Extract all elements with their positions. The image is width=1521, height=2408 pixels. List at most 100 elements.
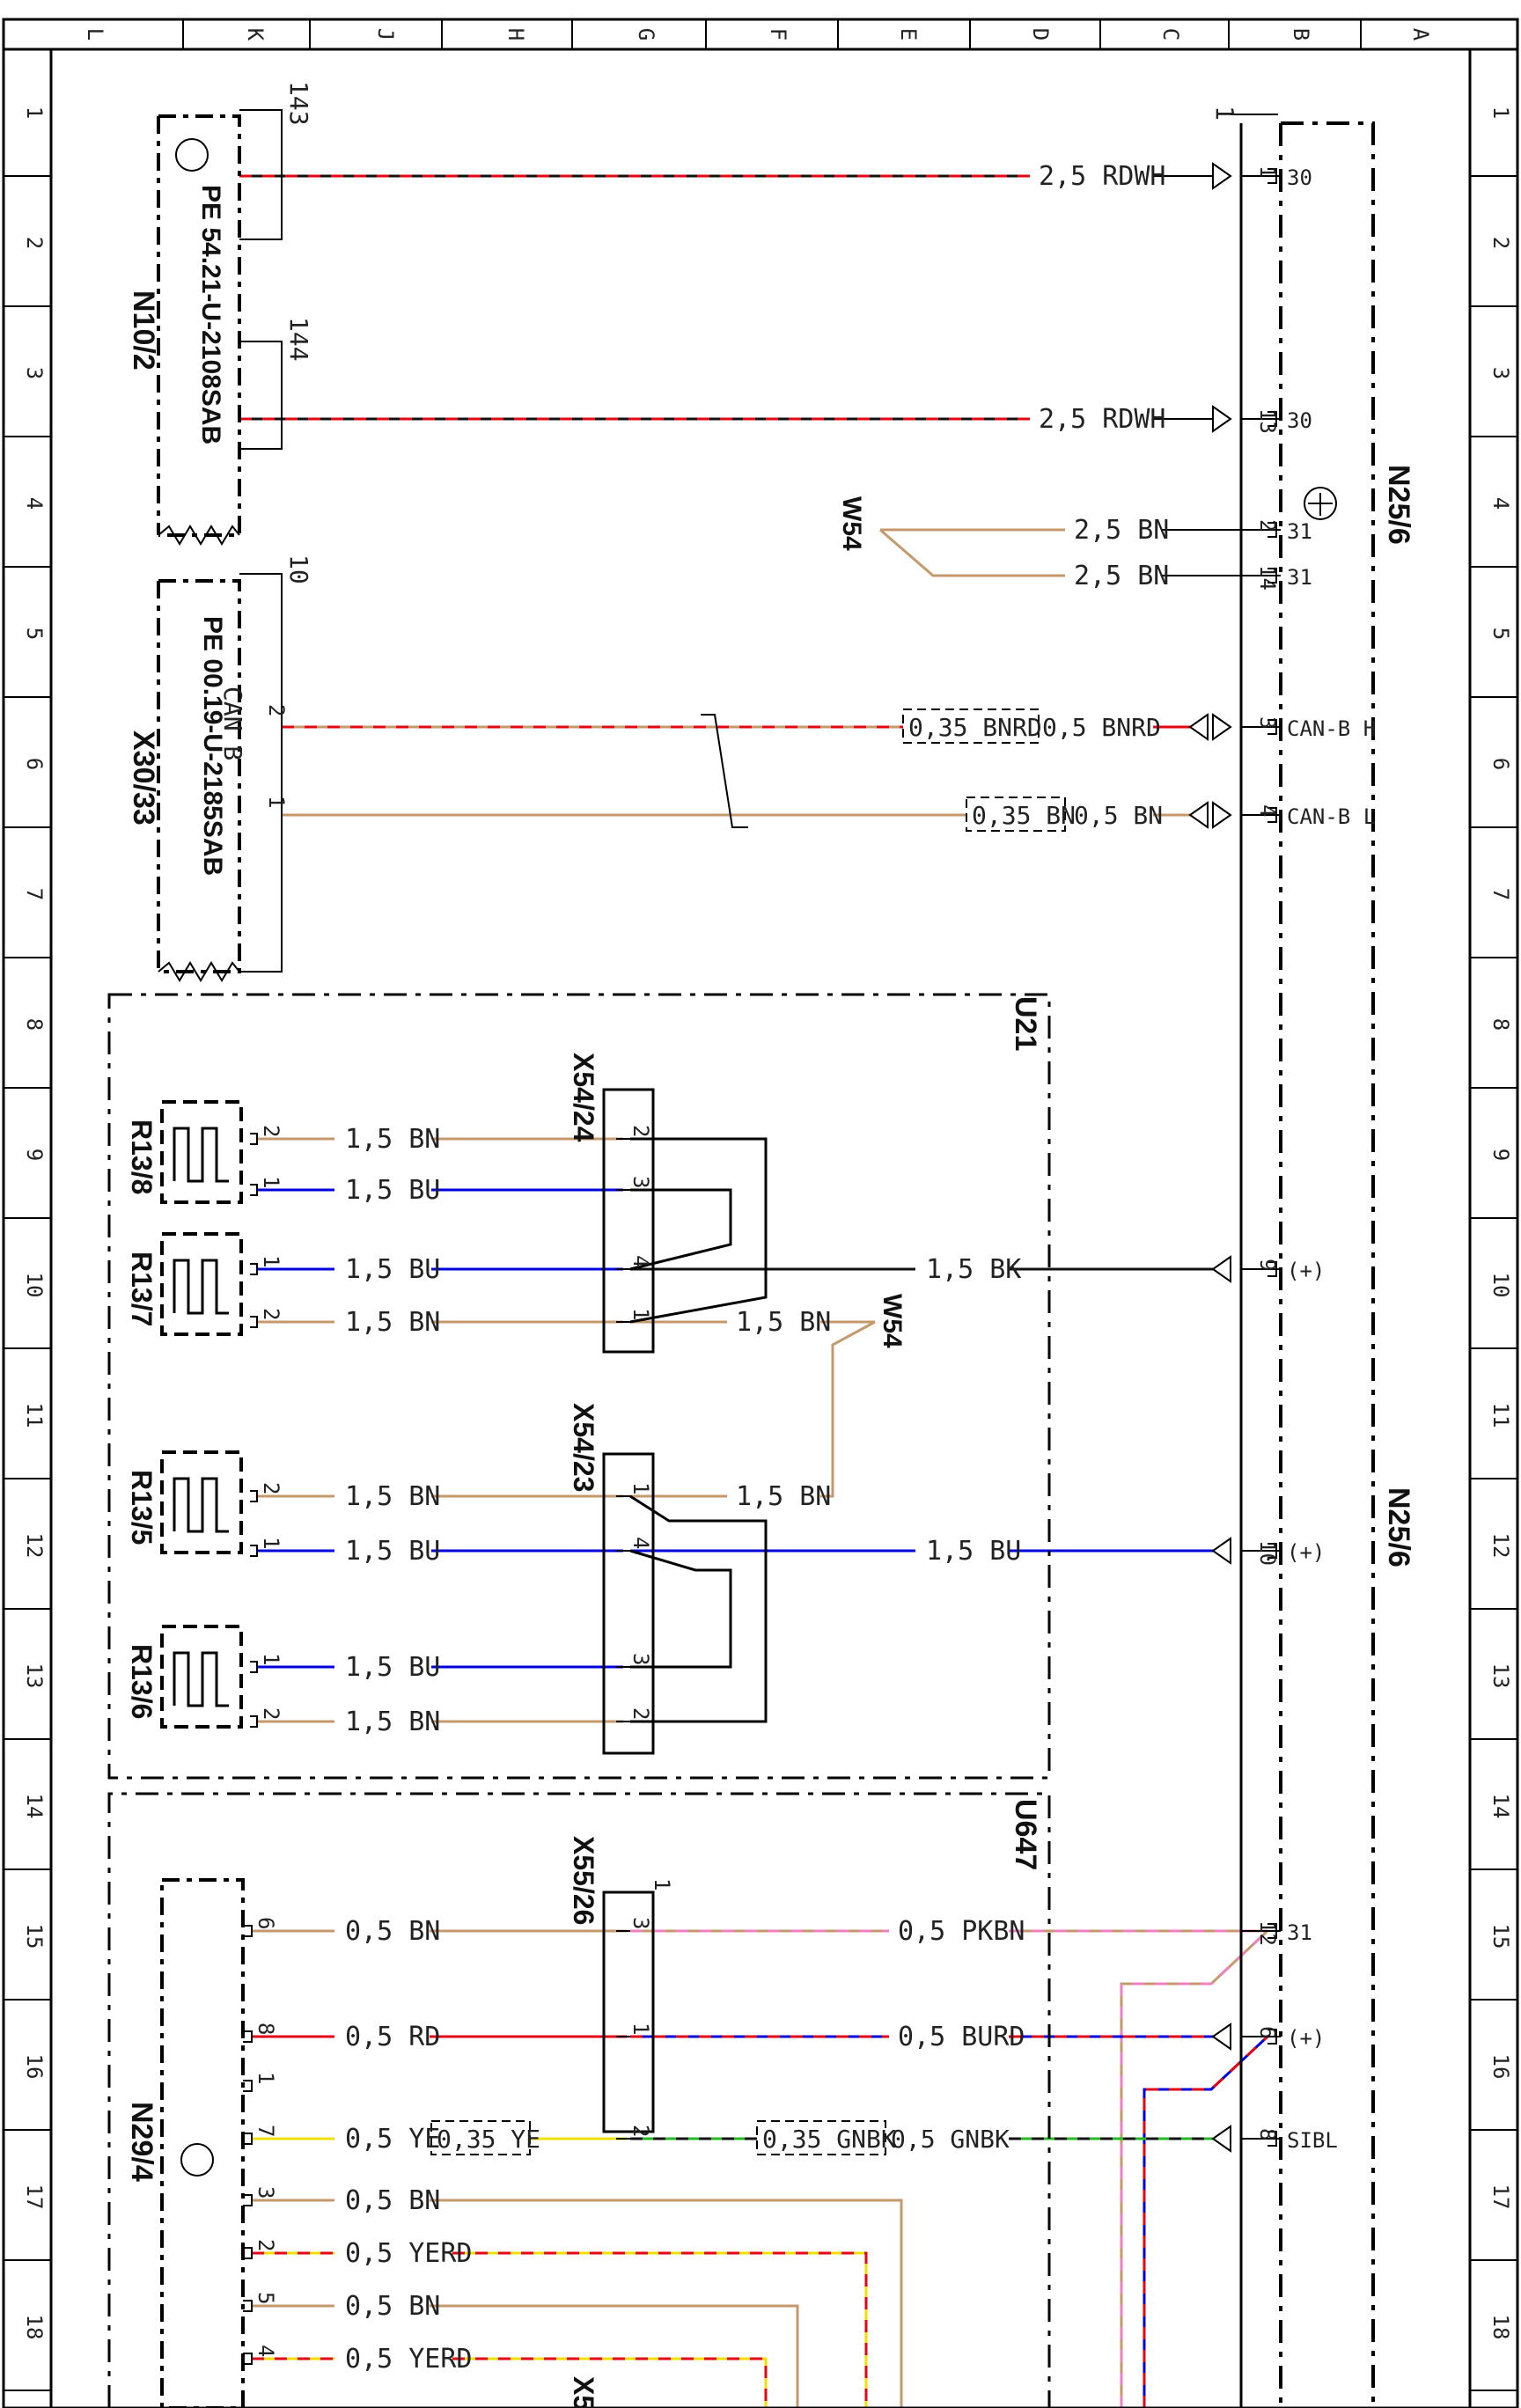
column-letter: K xyxy=(243,28,268,41)
n10-2-plug-144 xyxy=(239,341,283,450)
x54-24-pin3-num: 3 xyxy=(628,1176,653,1188)
row-number-right: 10 xyxy=(1488,1273,1513,1298)
row-number-right: 6 xyxy=(1488,758,1513,770)
r13-8-pin1-num: 1 xyxy=(259,1176,283,1188)
wire-n7-label: 0,5 YE xyxy=(345,2124,440,2155)
wire-n4-b xyxy=(452,2357,768,2408)
pin9-arrow xyxy=(1211,1255,1231,1283)
wire-pkbn-label: 0,5 PKBN xyxy=(898,1916,1025,1947)
n29-pin7-num: 7 xyxy=(254,2125,278,2137)
n25-pin-2-pin: 2 xyxy=(1255,519,1280,532)
n25-pin-9-socket xyxy=(1268,1261,1277,1277)
w54-bottom-label: W54 xyxy=(878,1294,907,1348)
x54-23-connector xyxy=(602,1452,655,1755)
x30-pin-1: 1 xyxy=(264,796,289,808)
n25-pin-12-pin: 12 xyxy=(1255,1920,1280,1946)
r13-5-pin1-num: 1 xyxy=(259,1537,283,1549)
row-number-right: 5 xyxy=(1488,628,1513,640)
can-l-splice-box xyxy=(966,797,1066,832)
n25-pin-14-terminal: 31 xyxy=(1287,565,1312,590)
x55-26-connector xyxy=(602,1890,655,2133)
n25-pin-10-terminal: (+) xyxy=(1287,1540,1325,1565)
n25-pin-9-terminal: (+) xyxy=(1287,1259,1325,1283)
n25-ref-number: 1 xyxy=(1210,106,1239,121)
can-l-splice-label: 0,35 BN xyxy=(972,801,1076,830)
row-number-left: 1 xyxy=(22,106,47,119)
r13-6-pin1-socket xyxy=(250,1661,258,1673)
w54-top-label: W54 xyxy=(837,496,866,551)
x54-23-pin3-num: 3 xyxy=(628,1653,653,1665)
n25-pin-4-terminal: CAN-B L xyxy=(1287,804,1376,829)
r13-7-bu-label: 1,5 BU xyxy=(345,1254,440,1285)
row-number-right: 3 xyxy=(1488,367,1513,379)
u647-label: U647 xyxy=(1009,1799,1042,1870)
n10-2-part-number: PE 54.21-U-2108SAB xyxy=(196,185,225,444)
x30-33-plug xyxy=(239,573,283,973)
wire-x24-bn-label: 1,5 BN xyxy=(736,1307,831,1338)
n25-pin-6-pin: 6 xyxy=(1255,2026,1280,2038)
n25-module-label-bottom: N25/6 xyxy=(1382,1487,1415,1567)
wire-burd-down xyxy=(1143,2035,1269,2408)
x54-23-label: X54/23 xyxy=(568,1403,599,1492)
n25-ground-symbol xyxy=(1304,487,1337,520)
row-number-right: 12 xyxy=(1488,1533,1513,1559)
row-number-left: 12 xyxy=(22,1533,47,1559)
pin1-arrow xyxy=(1212,162,1232,190)
row-number-left: 13 xyxy=(22,1663,47,1689)
row-number-right: 7 xyxy=(1488,888,1513,900)
r13-5-pin2-socket xyxy=(250,1490,258,1502)
x30-33-id: X30/33 xyxy=(127,730,160,826)
x54-23-pin1-num: 1 xyxy=(628,1482,653,1494)
wire-n4-b-stripe xyxy=(452,2357,768,2408)
n25-pin-6-socket xyxy=(1268,2029,1277,2045)
row-number-right: 11 xyxy=(1488,1403,1513,1428)
x55-26-label: X55/26 xyxy=(568,1836,599,1925)
row-number-right: 9 xyxy=(1488,1149,1513,1161)
outer-frame xyxy=(2,18,1519,2408)
row-number-left: 8 xyxy=(22,1018,47,1031)
x54-23-bridge-a xyxy=(629,1494,768,1723)
n25-pin-3-pin: 3 xyxy=(1255,716,1280,729)
x54-23-bridge-b xyxy=(629,1549,732,1669)
pin3-arrow xyxy=(1212,713,1232,741)
n10-2-sheet-143: 143 xyxy=(284,81,313,126)
r13-7-element xyxy=(173,1259,229,1315)
n25-pin-3-terminal: CAN-B H xyxy=(1287,716,1376,741)
x54-24-label: X54/24 xyxy=(568,1053,599,1142)
row-number-left: 7 xyxy=(22,888,47,900)
n25-pin-8-terminal: SIBL xyxy=(1287,2128,1338,2153)
n25-pin-14-socket xyxy=(1268,568,1277,584)
n29-pin1-socket xyxy=(243,2080,253,2092)
x30-33-sheet: 10 xyxy=(284,554,313,584)
r13-8-pin2-num: 2 xyxy=(259,1125,283,1137)
r13-5-pin2-num: 2 xyxy=(259,1482,283,1494)
wire-bn-b xyxy=(879,528,1065,577)
can-twist-mark xyxy=(701,714,748,828)
wire-n6-label: 0,5 BN xyxy=(345,1916,440,1947)
n25-module-label-top: N25/6 xyxy=(1382,465,1415,545)
column-letter: J xyxy=(373,28,398,40)
n25-pin-13-socket xyxy=(1268,411,1277,427)
r13-7-bn-label: 1,5 BN xyxy=(345,1307,440,1338)
n29-4-symbol xyxy=(180,2143,214,2177)
wire-n3-b xyxy=(430,2199,903,2408)
r13-8-element xyxy=(173,1127,229,1183)
x54-24-connector xyxy=(602,1088,655,1354)
row-number-left: 10 xyxy=(22,1273,47,1298)
n29-pin3-socket xyxy=(243,2194,253,2206)
r13-7-housing xyxy=(160,1232,243,1336)
wire-bn-a-label: 2,5 BN xyxy=(1074,515,1169,546)
row-number-right: 13 xyxy=(1488,1663,1513,1689)
r13-6-bu-label: 1,5 BU xyxy=(345,1652,440,1683)
x54-24-pin1-num: 1 xyxy=(628,1308,653,1320)
n25-pin-12-socket xyxy=(1268,1923,1277,1939)
wires-layer xyxy=(239,174,1269,2408)
wire-bu-label: 1,5 BU xyxy=(926,1536,1021,1567)
n29-pin3-num: 3 xyxy=(254,2186,278,2199)
x30-33-break xyxy=(158,961,240,982)
column-letter: G xyxy=(634,28,658,40)
column-letter: F xyxy=(766,28,790,40)
u647-block xyxy=(107,1792,1051,2408)
